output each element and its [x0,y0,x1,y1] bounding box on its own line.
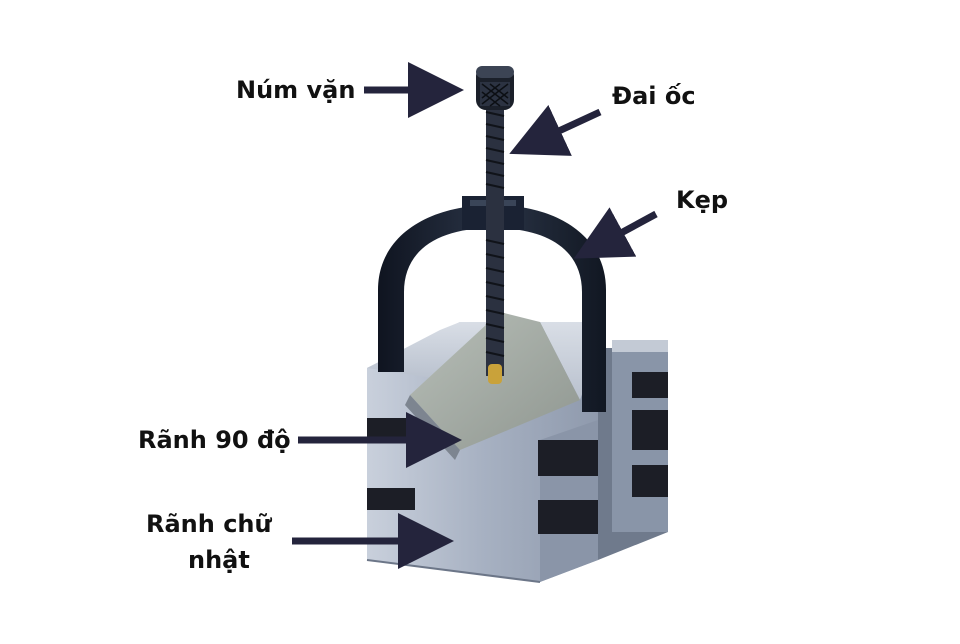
front-slot-right-top [538,440,598,476]
label-rectangular-slot-line1: Rãnh chữ [146,510,272,538]
front-slot-left-top [367,418,415,438]
side-slot-bottom [632,465,668,497]
label-rectangular-slot-line2: nhật [188,546,250,574]
label-nut: Đai ốc [612,82,696,110]
label-clamp: Kẹp [676,186,729,214]
arrows [292,62,658,569]
side-slot-top [632,372,668,398]
screw-tip [488,364,502,384]
label-90-degree-groove: Rãnh 90 độ [138,426,291,454]
arrow-icon [573,207,658,259]
arrow-icon [509,104,602,156]
label-knob: Núm vặn [236,76,356,104]
side-slot-middle [632,410,668,450]
knob [476,66,514,110]
side-block [598,340,668,560]
screw [485,100,505,384]
front-slot-left-bottom [367,488,415,510]
front-slot-right-bottom [538,500,598,534]
